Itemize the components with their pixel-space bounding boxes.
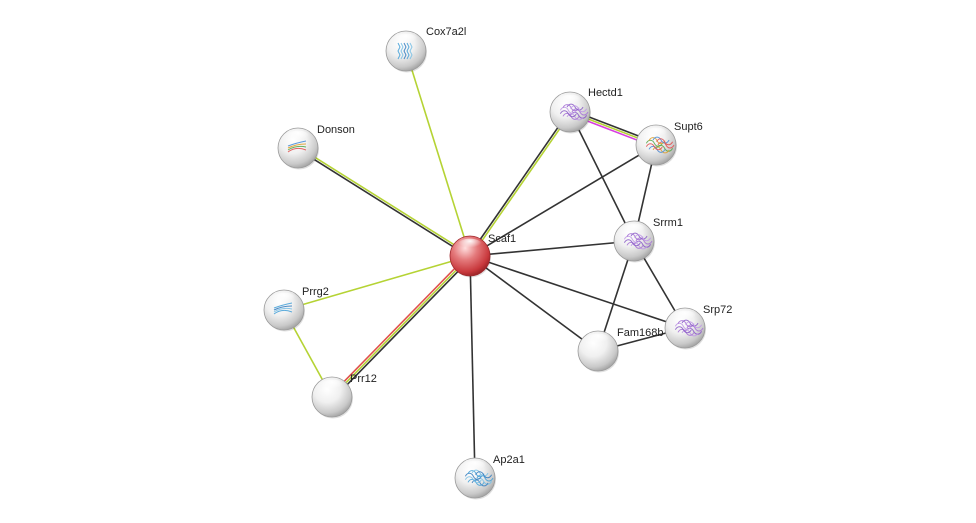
edge-line-textmining	[331, 255, 471, 398]
edge-line-textmining	[283, 255, 471, 311]
edge-line-red	[329, 253, 469, 397]
node-highlight	[285, 130, 311, 144]
edge-line-coexpression	[296, 148, 470, 258]
node-scaf1[interactable]: Scaf1	[449, 233, 516, 278]
node-highlight	[393, 33, 419, 47]
node-label-prrg2: Prrg2	[302, 286, 329, 298]
node-hectd1[interactable]: Hectd1	[549, 87, 623, 134]
node-prr12[interactable]: Prr12	[311, 373, 377, 419]
node-label-hectd1: Hectd1	[588, 87, 623, 99]
node-label-donson: Donson	[317, 124, 355, 136]
edge-scaf1-prrg2[interactable]	[283, 255, 471, 311]
node-cox7a2l[interactable]: Cox7a2l	[385, 26, 466, 73]
edge-scaf1-hectd1[interactable]	[468, 110, 572, 258]
node-supt6[interactable]: Supt6	[635, 121, 703, 167]
edge-line-coexpression	[333, 256, 473, 400]
edge-scaf1-supt6[interactable]	[469, 144, 657, 257]
edge-line-coexpression	[469, 255, 599, 352]
edge-line-coexpression	[469, 255, 686, 329]
node-srrm1[interactable]: Srrm1	[613, 217, 683, 263]
edge-line-textmining	[405, 50, 471, 257]
node-highlight	[585, 333, 611, 347]
node-label-srrm1: Srrm1	[653, 217, 683, 229]
edge-line-coexpression	[469, 144, 657, 257]
edge-scaf1-srrm1[interactable]	[469, 240, 635, 257]
node-label-srp72: Srp72	[703, 304, 732, 316]
node-label-cox7a2l: Cox7a2l	[426, 26, 466, 38]
edge-line-coexpression	[468, 110, 570, 256]
node-donson[interactable]: Donson	[277, 124, 355, 170]
node-prrg2[interactable]: Prrg2	[263, 286, 329, 332]
edge-hectd1-srrm1[interactable]	[569, 111, 635, 242]
node-fam168b[interactable]: Fam168b	[577, 327, 663, 373]
node-label-fam168b: Fam168b	[617, 327, 663, 339]
edge-scaf1-ap2a1[interactable]	[469, 255, 476, 479]
node-highlight	[672, 310, 698, 324]
edge-line-textmining	[298, 146, 472, 256]
edge-scaf1-prr12[interactable]	[329, 253, 473, 400]
node-highlight	[462, 460, 488, 474]
edge-line-coexpression	[469, 255, 476, 479]
node-label-supt6: Supt6	[674, 121, 703, 133]
edge-line-textmining	[470, 112, 572, 258]
node-label-prr12: Prr12	[350, 373, 377, 385]
node-ap2a1[interactable]: Ap2a1	[454, 454, 525, 500]
structure-icon	[464, 469, 494, 487]
node-highlight	[271, 292, 297, 306]
node-highlight	[621, 223, 647, 237]
edge-scaf1-srp72[interactable]	[469, 255, 686, 329]
node-label-ap2a1: Ap2a1	[493, 454, 525, 466]
edge-line-coexpression	[569, 111, 635, 242]
node-srp72[interactable]: Srp72	[664, 304, 732, 350]
node-highlight	[457, 238, 483, 252]
edge-scaf1-fam168b[interactable]	[469, 255, 599, 352]
node-label-scaf1: Scaf1	[488, 233, 516, 245]
edge-line-coexpression	[469, 240, 635, 257]
node-highlight	[319, 379, 345, 393]
edge-scaf1-cox7a2l[interactable]	[405, 50, 471, 257]
edge-scaf1-donson[interactable]	[296, 146, 472, 258]
node-highlight	[557, 94, 583, 108]
node-highlight	[643, 127, 669, 141]
